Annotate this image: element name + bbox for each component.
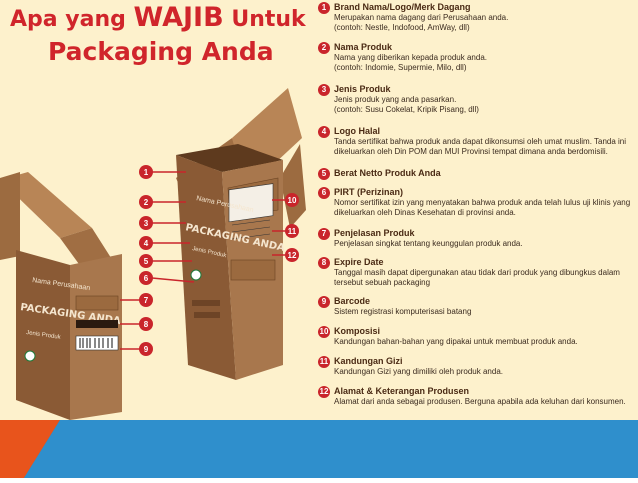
legend-heading-9: Barcode bbox=[334, 296, 371, 306]
legend-heading-12: Alamat & Keterangan Produsen bbox=[334, 386, 470, 396]
legend-heading-4: Logo Halal bbox=[334, 126, 381, 136]
footer-decoration bbox=[0, 420, 638, 478]
callout-badge-9 bbox=[139, 342, 153, 356]
legend-badge-2: 2 bbox=[318, 42, 330, 54]
legend-example-1: (contoh: Nestle, Indofood, AmWay, dll) bbox=[334, 23, 470, 32]
legend-desc-11: Kandungan Gizi yang dimiliki oleh produk… bbox=[334, 367, 503, 376]
legend-desc-10: Kandungan bahan-bahan yang dipakai untuk… bbox=[334, 337, 578, 346]
callout-number-2: 2 bbox=[144, 198, 149, 207]
callout-number-10: 10 bbox=[288, 196, 297, 205]
legend-desc-3: Jenis produk yang anda pasarkan. bbox=[334, 95, 457, 104]
legend-desc-6: Nomor sertifikat izin yang menyatakan ba… bbox=[334, 198, 631, 217]
legend-desc-4: Tanda sertifikat bahwa produk anda dapat… bbox=[334, 137, 627, 156]
legend-desc-7: Penjelasan singkat tentang keunggulan pr… bbox=[334, 239, 523, 248]
callout-badge-10 bbox=[285, 193, 299, 207]
legend-heading-3: Jenis Produk bbox=[334, 84, 391, 94]
callout-badge-12 bbox=[285, 248, 299, 262]
callout-badge-11 bbox=[285, 224, 299, 238]
legend-badge-12: 12 bbox=[318, 386, 330, 398]
title-emphasis: WAJIB bbox=[133, 2, 224, 33]
box-left-halal-icon bbox=[24, 350, 36, 362]
box-right-pirt bbox=[194, 312, 220, 318]
box-left-description bbox=[75, 295, 119, 311]
legend-badge-3: 3 bbox=[318, 84, 330, 96]
legend-badge-11: 11 bbox=[318, 356, 330, 368]
legend-heading-10: Komposisi bbox=[334, 326, 381, 336]
callout-badge-1 bbox=[139, 165, 153, 179]
legend-heading-5: Berat Netto Produk Anda bbox=[334, 168, 441, 178]
title-line-1: Apa yang WAJIB Untuk bbox=[10, 2, 310, 36]
box-right-halal-icon bbox=[190, 269, 202, 281]
callout-badge-6 bbox=[139, 271, 153, 285]
callout-number-1: 1 bbox=[144, 168, 149, 177]
title-post: Untuk bbox=[223, 7, 306, 32]
footer-blue-shape bbox=[24, 420, 638, 478]
title-pre: Apa yang bbox=[10, 7, 134, 32]
callout-number-4: 4 bbox=[144, 239, 149, 248]
callout-number-12: 12 bbox=[288, 251, 297, 260]
legend-heading-1: Brand Nama/Logo/Merk Dagang bbox=[334, 2, 471, 12]
title-line-2: Packaging Anda bbox=[48, 37, 274, 66]
callout-number-8: 8 bbox=[144, 320, 149, 329]
callout-badge-7 bbox=[139, 293, 153, 307]
callout-number-6: 6 bbox=[144, 274, 149, 283]
footer-band bbox=[0, 420, 638, 478]
callout-number-5: 5 bbox=[144, 257, 149, 266]
box-left-expire bbox=[76, 320, 118, 328]
callout-badge-8 bbox=[139, 317, 153, 331]
legend-desc-8: Tanggal masih dapat dipergunakan atau ti… bbox=[334, 268, 620, 287]
callout-badge-5 bbox=[139, 254, 153, 268]
callout-badge-3 bbox=[139, 216, 153, 230]
legend-heading-7: Penjelasan Produk bbox=[334, 228, 415, 238]
box-left-front bbox=[16, 250, 70, 420]
box-right-opening bbox=[176, 144, 283, 172]
box-right-front bbox=[176, 155, 236, 380]
callout-number-3: 3 bbox=[144, 219, 149, 228]
legend-heading-8: Expire Date bbox=[334, 257, 384, 267]
box-right-address bbox=[230, 259, 276, 281]
legend-desc-12: Alamat dari anda sebagai produsen. Bergu… bbox=[334, 397, 626, 406]
legend-desc-9: Sistem registrasi komputerisasi batang bbox=[334, 307, 472, 316]
page-title: Apa yang WAJIB Untuk Packaging Anda bbox=[10, 2, 310, 68]
legend-badge-10: 10 bbox=[318, 326, 330, 338]
legend-heading-6: PIRT (Perizinan) bbox=[334, 187, 404, 197]
box-left-top-flap bbox=[0, 172, 92, 238]
legend-badge-9: 9 bbox=[318, 296, 330, 308]
callout-number-11: 11 bbox=[288, 227, 297, 236]
legend-badge-7: 7 bbox=[318, 228, 330, 240]
legend-example-2: (contoh: Indomie, Supermie, Milo, dll) bbox=[334, 63, 467, 72]
legend-heading-11: Kandungan Gizi bbox=[334, 356, 403, 366]
box-left-type: Jenis Produk bbox=[26, 330, 62, 341]
box-right-netto bbox=[192, 300, 220, 306]
box-right: Nama Perusahaan PACKAGING ANDA Jenis Pro… bbox=[176, 88, 306, 380]
legend-example-3: (contoh: Susu Cokelat, Kripik Pisang, dl… bbox=[334, 105, 479, 114]
callout-number-7: 7 bbox=[144, 296, 149, 305]
legend-badge-8: 8 bbox=[318, 257, 330, 269]
callout-number-9: 9 bbox=[144, 345, 149, 354]
packaging-illustration: Nama Perusahaan PACKAGING ANDA Jenis Pro… bbox=[0, 88, 306, 420]
infographic: Apa yang WAJIB Untuk Packaging Anda bbox=[0, 0, 638, 420]
legend-desc-1: Merupakan nama dagang dari Perusahaan an… bbox=[334, 13, 509, 22]
footer-orange-shape bbox=[0, 420, 60, 478]
legend-badge-4: 4 bbox=[318, 126, 330, 138]
legend-badge-6: 6 bbox=[318, 187, 330, 199]
box-left: Nama Perusahaan PACKAGING ANDA Jenis Pro… bbox=[0, 172, 122, 420]
box-right-side-flap bbox=[280, 144, 306, 228]
callout-badge-2 bbox=[139, 195, 153, 209]
legend-heading-2: Nama Produk bbox=[334, 42, 393, 52]
callout-badge-4 bbox=[139, 236, 153, 250]
legend-desc-2: Nama yang diberikan kepada produk anda. bbox=[334, 53, 487, 62]
box-left-back-flap bbox=[0, 172, 20, 260]
legend-badge-5: 5 bbox=[318, 168, 330, 180]
legend-badge-1: 1 bbox=[318, 2, 330, 14]
